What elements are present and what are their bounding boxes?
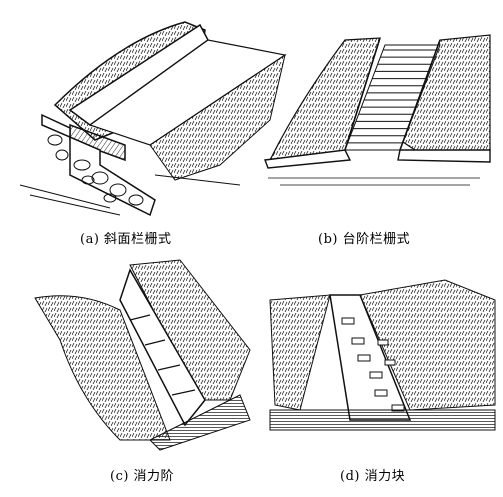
dissipation-blocks bbox=[341, 317, 405, 412]
panel-d-caption: (d) 消力块 bbox=[340, 469, 405, 484]
panel-c-illustration bbox=[34, 259, 251, 451]
panel-a-caption: (a) 斜面栏栅式 bbox=[80, 232, 172, 247]
panel-d-illustration bbox=[269, 279, 496, 431]
panel-c-caption: (c) 消力阶 bbox=[110, 469, 174, 484]
panel-b-illustration bbox=[264, 34, 491, 186]
panel-b-caption: (b) 台阶栏栅式 bbox=[318, 232, 410, 247]
panel-a-illustration bbox=[19, 21, 287, 217]
